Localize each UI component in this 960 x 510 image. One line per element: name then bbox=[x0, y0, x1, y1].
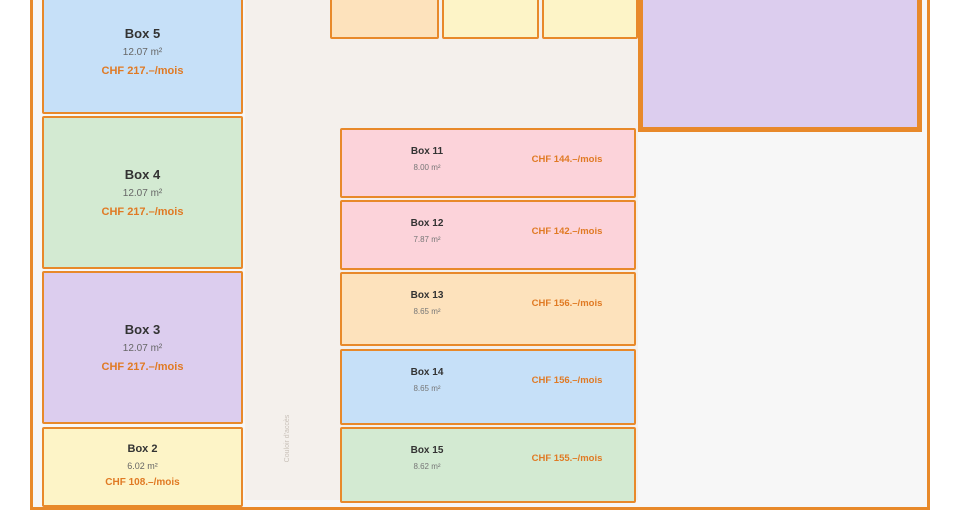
box-5[interactable]: Box 5 12.07 m² CHF 217.–/mois bbox=[42, 0, 243, 114]
box-3-name: Box 3 bbox=[124, 322, 161, 337]
box-14-area: 8.65 m² bbox=[413, 384, 441, 393]
box-12[interactable]: Box 12 7.87 m² CHF 142.–/mois bbox=[340, 200, 636, 270]
box-5-name: Box 5 bbox=[124, 25, 161, 41]
box-15-area: 8.62 m² bbox=[413, 462, 441, 471]
box-4-name: Box 4 bbox=[124, 167, 161, 182]
large-storage-room[interactable] bbox=[638, 0, 922, 132]
box-11-name: Box 11 bbox=[410, 146, 444, 157]
box-11-area: 8.00 m² bbox=[413, 163, 441, 172]
box-12-name: Box 12 bbox=[410, 218, 444, 229]
box-4[interactable]: Box 4 12.07 m² CHF 217.–/mois bbox=[42, 116, 243, 269]
box-4-price: CHF 217.–/mois bbox=[101, 206, 184, 218]
box-2-name: Box 2 bbox=[127, 443, 158, 455]
box-5-area: 12.07 m² bbox=[122, 46, 163, 58]
box-11-price: CHF 144.–/mois bbox=[531, 154, 603, 165]
box-4-area: 12.07 m² bbox=[122, 188, 163, 199]
box-15-name: Box 15 bbox=[410, 445, 444, 456]
box-13-name: Box 13 bbox=[410, 290, 444, 301]
box-14-name: Box 14 bbox=[410, 367, 444, 378]
box-2-area: 6.02 m² bbox=[127, 461, 158, 471]
box-2-price: CHF 108.–/mois bbox=[105, 477, 180, 488]
box-11[interactable]: Box 11 8.00 m² CHF 144.–/mois bbox=[340, 128, 636, 198]
box-2[interactable]: Box 2 6.02 m² CHF 108.–/mois bbox=[42, 427, 243, 507]
corridor-label: Couloir d'accès bbox=[284, 414, 291, 463]
top-box-partial-1[interactable] bbox=[330, 0, 439, 39]
box-13-area: 8.65 m² bbox=[413, 307, 441, 316]
top-box-partial-3[interactable] bbox=[542, 0, 638, 39]
box-12-area: 7.87 m² bbox=[413, 235, 441, 244]
box-3-area: 12.07 m² bbox=[122, 343, 163, 354]
top-box-partial-2[interactable] bbox=[442, 0, 539, 39]
box-13[interactable]: Box 13 8.65 m² CHF 156.–/mois bbox=[340, 272, 636, 346]
box-15-price: CHF 155.–/mois bbox=[531, 453, 603, 464]
box-12-price: CHF 142.–/mois bbox=[531, 226, 603, 237]
box-5-price: CHF 217.–/mois bbox=[101, 64, 184, 77]
box-13-price: CHF 156.–/mois bbox=[531, 298, 603, 309]
box-3[interactable]: Box 3 12.07 m² CHF 217.–/mois bbox=[42, 271, 243, 424]
box-14[interactable]: Box 14 8.65 m² CHF 156.–/mois bbox=[340, 349, 636, 425]
box-14-price: CHF 156.–/mois bbox=[531, 375, 603, 386]
box-15[interactable]: Box 15 8.62 m² CHF 155.–/mois bbox=[340, 427, 636, 503]
box-3-price: CHF 217.–/mois bbox=[101, 361, 184, 373]
